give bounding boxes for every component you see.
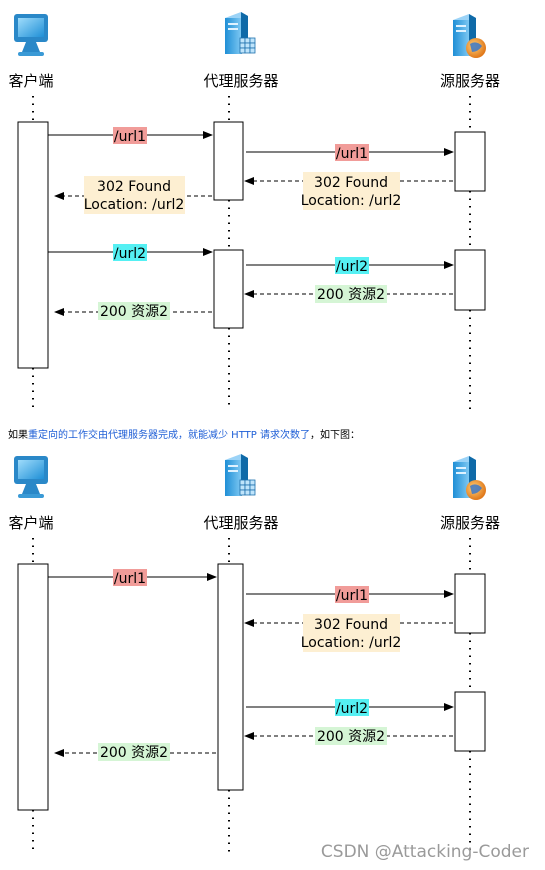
resp-client-200: 200 资源2	[100, 745, 168, 761]
origin-activation	[454, 249, 486, 311]
label-bg	[335, 144, 369, 161]
actor-proxy-label: 代理服务器	[203, 72, 278, 90]
msg-proxy-url2: /url2	[336, 701, 368, 717]
msg-proxy-url1: /url1	[336, 588, 368, 604]
server-globe-icon	[453, 456, 486, 500]
label-bg	[113, 569, 147, 586]
label-bg	[315, 727, 387, 745]
label-bg	[113, 244, 147, 261]
msg-url1: /url1	[114, 129, 146, 145]
label-bg	[335, 699, 369, 716]
resp-client-200: 200 资源2	[100, 304, 168, 320]
label-bg	[84, 176, 185, 214]
diagram-1: 客户端 代理服务器 源服务器 /url1 /url1 302 Found Loc…	[8, 12, 500, 410]
resp-origin-302: 302 Found	[314, 617, 388, 633]
resp-origin-location: Location: /url2	[301, 635, 402, 651]
resp-origin-302: 302 Found	[314, 175, 388, 191]
server-globe-icon	[453, 14, 486, 58]
label-bg	[335, 257, 369, 274]
note-suffix: ，如下图：	[310, 428, 360, 441]
actor-client-label: 客户端	[8, 514, 53, 532]
server-icon	[225, 454, 256, 496]
lifelines	[32, 96, 471, 410]
origin-activation	[454, 131, 486, 192]
msg-proxy-url2: /url2	[336, 259, 368, 275]
label-bg	[315, 285, 387, 303]
msg-url2: /url2	[114, 246, 146, 262]
origin-activation	[454, 573, 486, 634]
watermark: CSDN @Attacking-Coder	[321, 842, 529, 862]
actor-client-label: 客户端	[8, 72, 53, 90]
actor-proxy-label: 代理服务器	[203, 514, 278, 532]
msg-url1: /url1	[114, 571, 146, 587]
proxy-activation	[217, 563, 244, 791]
proxy-activation	[213, 121, 244, 201]
actor-origin-label: 源服务器	[440, 72, 500, 90]
monitor-icon	[14, 456, 48, 498]
note-prefix: 如果	[8, 428, 28, 441]
resp-origin-200: 200 资源2	[317, 287, 385, 303]
label-bg	[98, 743, 170, 761]
label-bg	[98, 302, 170, 320]
msg-proxy-url1: /url1	[336, 146, 368, 162]
note-text: 如果重定向的工作交由代理服务器完成，就能减少 HTTP 请求次数了，如下图：	[8, 428, 360, 441]
label-bg	[335, 586, 369, 603]
proxy-activation	[213, 249, 244, 329]
diagram-2: 客户端 代理服务器 源服务器 /url1 /url1 302 Found Loc…	[8, 454, 500, 852]
lifelines	[32, 538, 471, 852]
origin-activation	[454, 691, 486, 752]
server-icon	[225, 12, 256, 54]
resp-origin-200: 200 资源2	[317, 729, 385, 745]
note-highlight: 重定向的工作交由代理服务器完成，就能减少 HTTP 请求次数了	[28, 428, 310, 441]
resp-client-302: 302 Found	[97, 179, 171, 195]
client-activation	[17, 563, 49, 811]
resp-client-location: Location: /url2	[84, 197, 185, 213]
label-bg	[303, 614, 400, 652]
resp-origin-location: Location: /url2	[301, 193, 402, 209]
label-bg	[303, 172, 400, 210]
label-bg	[113, 127, 147, 144]
monitor-icon	[14, 14, 48, 56]
actor-origin-label: 源服务器	[440, 514, 500, 532]
client-activation	[17, 121, 49, 369]
